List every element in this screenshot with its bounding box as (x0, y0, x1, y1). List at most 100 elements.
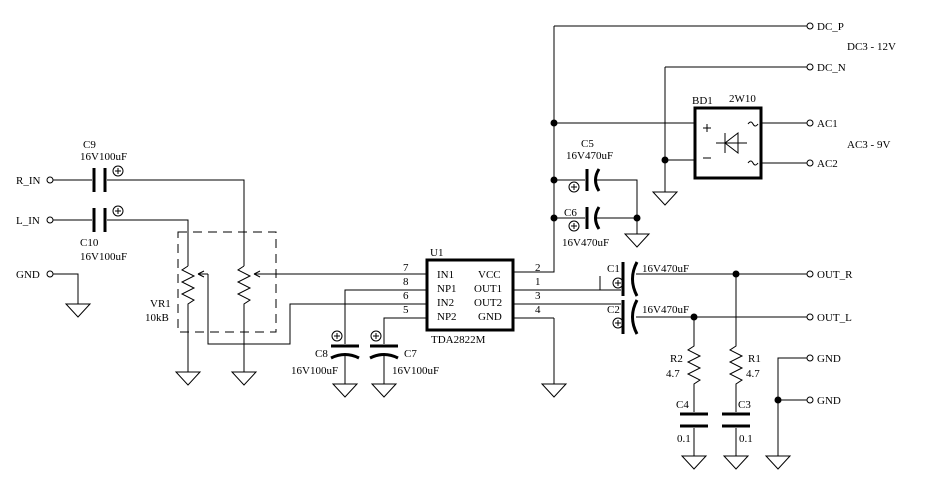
c8-ref: C8 (315, 348, 328, 360)
u1-pin-np1: NP1 (437, 283, 457, 295)
c4-value: 0.1 (677, 433, 691, 445)
u1-part: TDA2822M (431, 334, 486, 346)
ground-symbol (174, 371, 202, 386)
c6-polarity-mark (568, 220, 580, 232)
gnd-out1-terminal[interactable] (806, 354, 814, 362)
c5-plus-sign (571, 184, 577, 190)
r2-value: 4.7 (666, 368, 680, 380)
gnd-out2-terminal[interactable] (806, 396, 814, 404)
ac1-label: AC1 (817, 118, 838, 130)
c6-plus-sign (571, 223, 577, 229)
c1-plate-neg (631, 261, 639, 297)
c1-ref: C1 (607, 263, 620, 275)
gnd-in-terminal[interactable] (46, 270, 54, 278)
c5-ref: C5 (581, 138, 594, 150)
c8-value: 16V100uF (291, 365, 338, 377)
u1-pin-np2: NP2 (437, 311, 457, 323)
u1-pin-number: 7 (403, 262, 409, 274)
gnd-out2-label: GND (817, 395, 841, 407)
ac2-terminal[interactable] (806, 159, 814, 167)
ac1-terminal[interactable] (806, 119, 814, 127)
u1-pin-number: 8 (403, 276, 409, 288)
c5-plate-neg (594, 168, 601, 192)
ground-symbol (651, 191, 679, 206)
bd1-plus-sign (703, 124, 711, 132)
c5-lead-right (597, 179, 638, 218)
vr1-left-wiper-wire (207, 274, 394, 345)
c5-value: 16V470uF (566, 150, 613, 162)
ground-symbol (331, 383, 359, 398)
c10-output-wire (107, 219, 189, 266)
out-r-terminal[interactable] (806, 270, 814, 278)
u1-pin-out2: OUT2 (474, 297, 502, 309)
r2-resistor (686, 317, 702, 412)
dc-n-terminal[interactable] (806, 63, 814, 71)
c9-plus-sign (115, 168, 121, 174)
c3-value: 0.1 (739, 433, 753, 445)
c6-plate-neg (594, 206, 601, 230)
output-section: C1 16V470uF C2 16V470uF OUT_R OUT_L R2 4… (599, 261, 853, 470)
c7-lead-top (383, 317, 394, 344)
ac2-label: AC2 (817, 158, 838, 170)
r1-resistor (728, 274, 744, 412)
u1-pin-number: 5 (403, 304, 409, 316)
u1-pin-vcc: VCC (478, 269, 501, 281)
r2-ref: R2 (670, 353, 683, 365)
vr1-left-resistor (180, 265, 196, 372)
vcc-rail-wire (520, 26, 555, 273)
c10-value: 16V100uF (80, 251, 127, 263)
c2-value: 16V470uF (642, 304, 689, 316)
u1-left-pin-leads (394, 273, 427, 319)
l-in-label: L_IN (16, 215, 40, 227)
u1-pin-in1: IN1 (437, 269, 454, 281)
c3-ref: C3 (738, 399, 751, 411)
bd1-body (693, 106, 763, 180)
junction-dot (550, 119, 558, 127)
ground-symbol (623, 233, 651, 248)
out-l-terminal[interactable] (806, 313, 814, 321)
c9-value: 16V100uF (80, 151, 127, 163)
vr1-dual-potentiometer: VR1 10kB (145, 231, 394, 386)
ground-symbol (540, 383, 568, 398)
u1-pin-gnd: GND (478, 311, 502, 323)
r-in-label: R_IN (16, 175, 41, 187)
c1-lead-left (599, 276, 621, 291)
u1-pin-number: 2 (535, 262, 541, 274)
l-in-terminal[interactable] (46, 216, 54, 224)
r-in-terminal[interactable] (46, 176, 54, 184)
c6-ref: C6 (564, 207, 577, 219)
vr1-right-resistor (236, 265, 252, 372)
supply-capacitors: C5 16V470uF C6 16V470uF (550, 138, 651, 249)
c5-polarity-mark (568, 181, 580, 193)
dc-voltage-note: DC3 - 12V (847, 41, 896, 53)
gnd-out-wire (777, 357, 807, 456)
bd1-bridge-rectifier: BD1 2W10 (692, 93, 763, 180)
c10-ref: C10 (80, 237, 99, 249)
c10-polarity-mark (112, 205, 124, 217)
ground-symbol (722, 455, 750, 470)
c8-polarity-mark (331, 330, 343, 342)
bd1-value: 2W10 (729, 93, 756, 105)
vr1-value: 10kB (145, 312, 169, 324)
c2-ref: C2 (607, 304, 620, 316)
power-input-section: DC_P DC3 - 12V DC_N BD1 2W10 (520, 21, 896, 273)
c7-polarity-mark (370, 330, 382, 342)
c1-plus-sign (615, 280, 621, 286)
u1-pin-number: 4 (535, 304, 541, 316)
c10-plus-sign (115, 208, 121, 214)
ground-symbol (230, 371, 258, 386)
dc-n-label: DC_N (817, 62, 846, 74)
c7-plus-sign (373, 333, 379, 339)
u1-body (425, 258, 515, 332)
dc-p-terminal[interactable] (806, 22, 814, 30)
u1-pin-number: 6 (403, 290, 409, 302)
bd1-ref: BD1 (692, 95, 713, 107)
u1-pin-out1: OUT1 (474, 283, 502, 295)
np-capacitors: C8 16V100uF C7 16V100uF (291, 289, 439, 398)
vr1-gang-outline (177, 231, 277, 333)
vr1-ref: VR1 (150, 298, 171, 310)
bd1-diode-triangle (724, 131, 739, 155)
vr1-left-wiper-arrow (197, 270, 205, 278)
c9-output-wire (107, 179, 245, 266)
